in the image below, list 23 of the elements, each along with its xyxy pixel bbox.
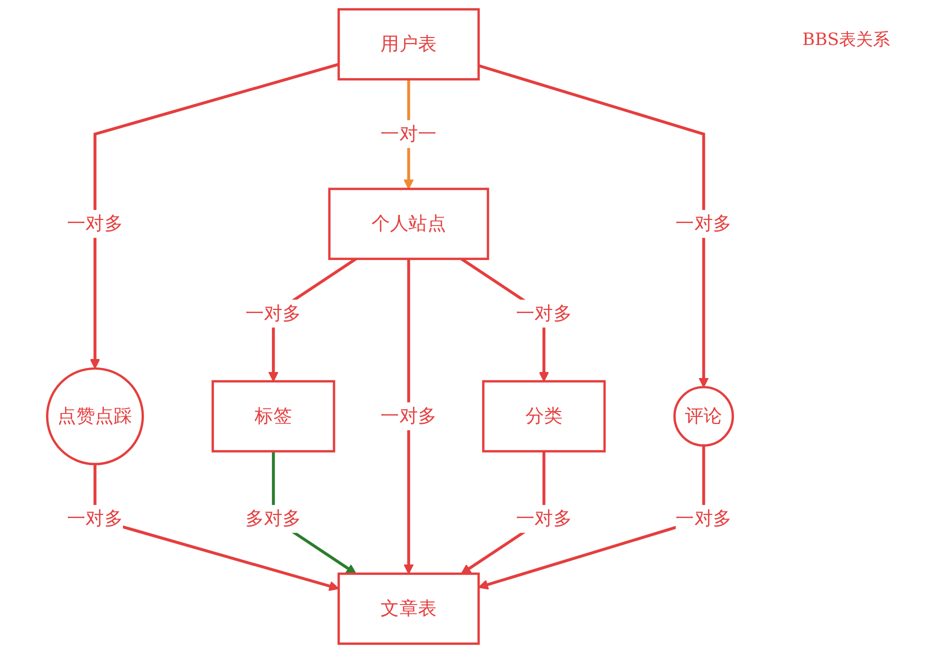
node-box: 个人站点 (328, 188, 490, 260)
node-circle: 评论 (673, 386, 734, 447)
node-box: 用户表 (338, 8, 480, 80)
arrow (404, 258, 414, 574)
edge-label: 一对多 (676, 212, 732, 234)
node-box: 文章表 (338, 572, 480, 645)
edge-label: 一对多 (516, 302, 572, 324)
arrow (94, 464, 340, 592)
node-box: 分类 (482, 380, 606, 452)
edge-label: 一对多 (676, 507, 732, 530)
diagram-title: BBS表关系 (802, 29, 890, 51)
arrow (90, 62, 340, 369)
edge-label: 一对一 (380, 122, 437, 145)
edge-label: 多对多 (245, 507, 302, 530)
arrow (478, 64, 709, 388)
node-circle: 点赞点踩 (46, 367, 144, 466)
edge-label: 一对多 (516, 507, 572, 530)
node-box: 标签 (212, 380, 336, 452)
edge-label: 一对多 (380, 404, 437, 427)
edge-label: 一对多 (67, 507, 123, 530)
edge-label: 一对多 (245, 302, 302, 324)
arrow (478, 445, 706, 590)
edge-label: 一对多 (67, 212, 123, 234)
